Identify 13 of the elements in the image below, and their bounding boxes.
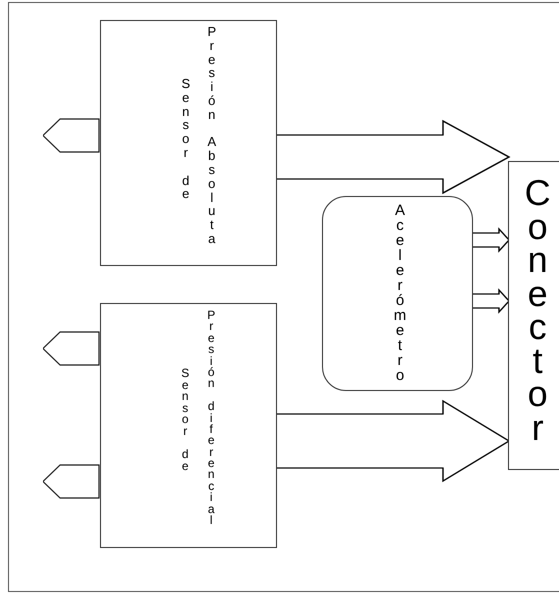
vertical-label: Sensor de	[180, 77, 192, 202]
vertical-label: Presión diferencial	[206, 310, 216, 526]
vertical-label: Acelerómetro	[392, 203, 408, 383]
port-connector	[43, 464, 100, 499]
port-connector	[43, 118, 100, 153]
block-box	[508, 161, 559, 470]
vertical-label: Presión Absoluta	[206, 25, 218, 246]
vertical-label: Sensor de	[180, 368, 190, 472]
block-box	[100, 20, 277, 266]
vertical-label: Conector	[524, 176, 552, 444]
port-connector	[43, 331, 100, 366]
rounded-box	[322, 196, 473, 391]
block-box	[100, 303, 277, 548]
